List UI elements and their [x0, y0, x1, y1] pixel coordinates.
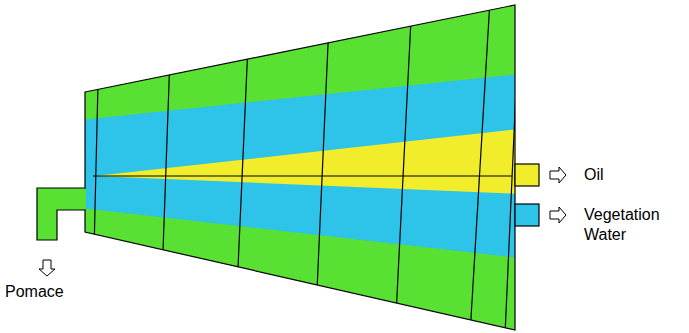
screw-flight [235, 0, 250, 333]
water-band [80, 74, 520, 258]
water-outlet [515, 204, 539, 226]
water-arrow [550, 207, 566, 223]
screw-flight [160, 0, 172, 333]
outlet-label: Oil [584, 165, 684, 185]
pomace-outlet [37, 188, 85, 240]
screw-flight [92, 0, 100, 333]
outlet-label: Vegetation Water [584, 205, 684, 245]
outlet-join [84, 189, 86, 209]
oil-outlet [515, 164, 539, 186]
axis-line [93, 175, 512, 176]
phase-bands [80, 0, 520, 333]
oil-arrow [550, 167, 566, 183]
pomace-arrow [39, 260, 55, 276]
screw-flight [395, 0, 412, 333]
screw-flights [92, 0, 520, 333]
screw-flight [315, 0, 330, 333]
oil-cone [95, 129, 520, 194]
screw-flight [470, 0, 490, 333]
bowl-outline [85, 5, 515, 330]
outlet-label: Pomace [5, 282, 125, 302]
